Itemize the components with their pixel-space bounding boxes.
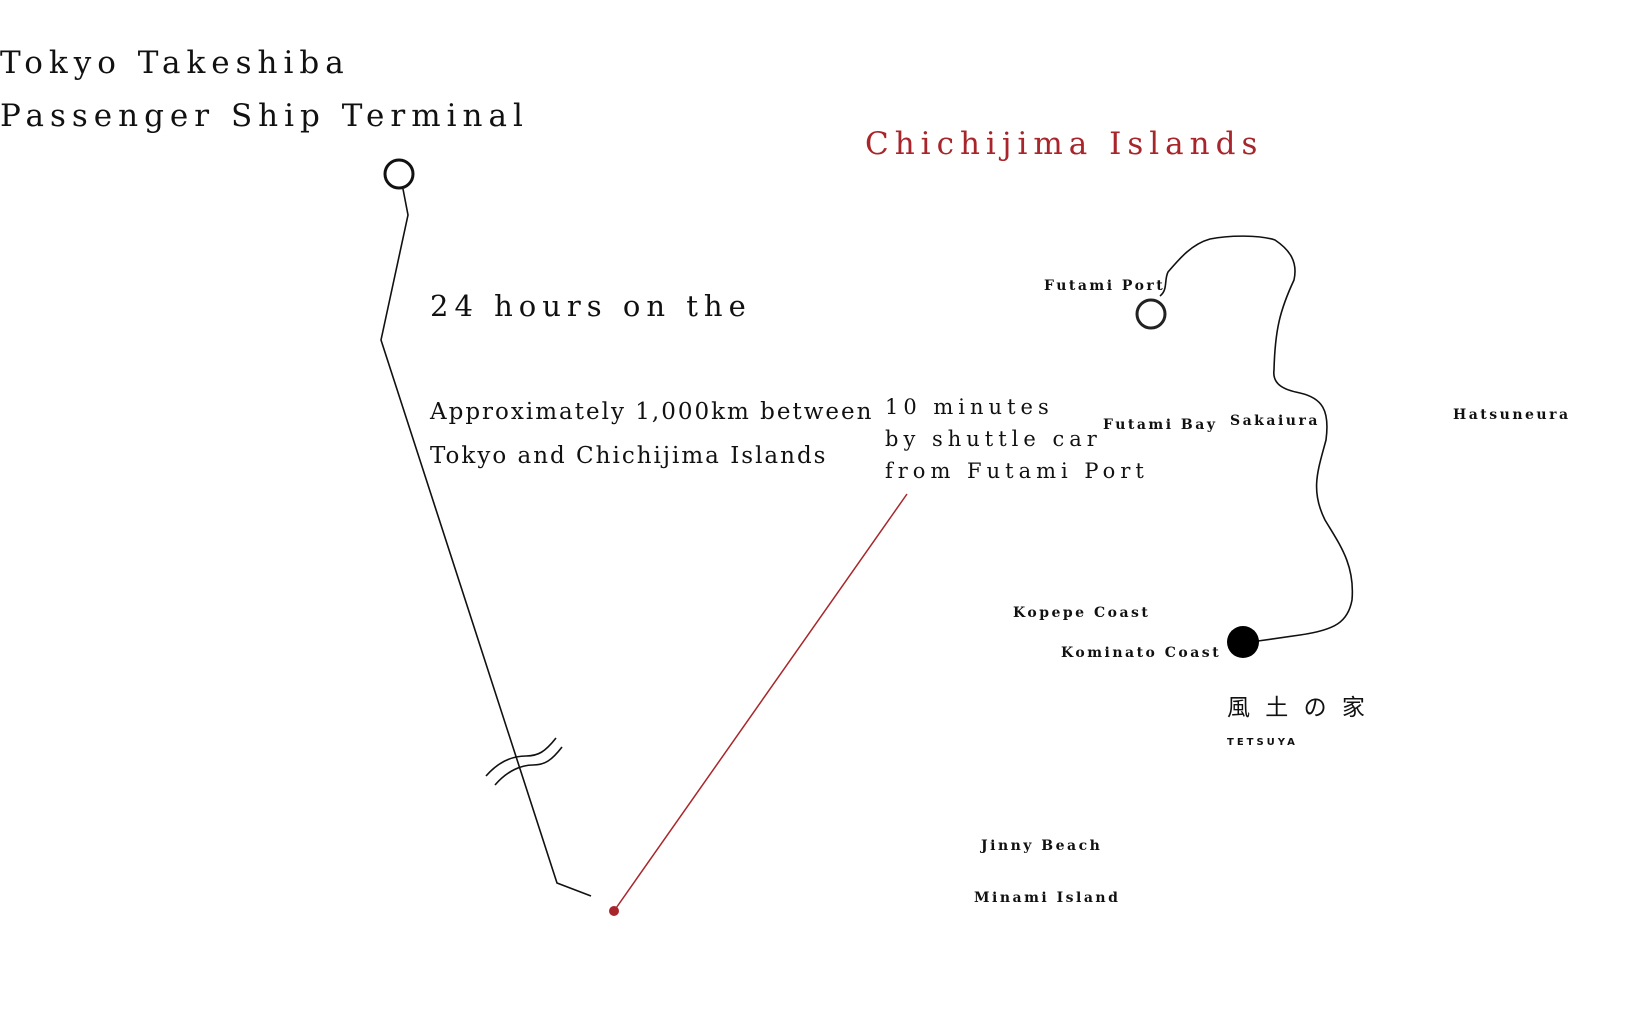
shuttle-info-line3: from Futami Port (885, 459, 1149, 483)
origin-label-line1: Tokyo Takeshiba (0, 45, 350, 81)
voyage-description-line2: Tokyo and Chichijima Islands (430, 443, 828, 469)
origin-label-line2: Passenger Ship Terminal (0, 98, 529, 134)
place-hatsuneura: Hatsuneura (1453, 407, 1571, 423)
tokyo-terminal-marker (383, 158, 415, 190)
place-sakaiura: Sakaiura (1230, 413, 1320, 429)
shuttle-road-line (1159, 235, 1354, 642)
inn-name-japanese: 風 土 の 家 (1227, 695, 1369, 721)
tetsuya-location-marker (1227, 626, 1259, 658)
futami-port-marker (1135, 298, 1167, 330)
voyage-heading: 24 hours on the (430, 289, 752, 323)
place-kopepe-coast: Kopepe Coast (1013, 605, 1151, 621)
shuttle-info-line2: by shuttle car (885, 427, 1102, 451)
place-futami-port: Futami Port (1044, 278, 1166, 294)
destination-title: Chichijima Islands (865, 126, 1264, 162)
place-minami-island: Minami Island (974, 890, 1121, 906)
shuttle-info-line1: 10 minutes (885, 395, 1054, 419)
chichijima-location-dot (609, 906, 619, 916)
voyage-description-line1: Approximately 1,000km between (430, 399, 874, 425)
inn-name-english: TETSUYA (1227, 737, 1298, 748)
shuttle-callout-line (613, 493, 908, 912)
place-futami-bay: Futami Bay (1103, 417, 1218, 433)
distance-break-icon (485, 737, 563, 786)
ferry-route-line (380, 188, 592, 897)
place-jinny-beach: Jinny Beach (981, 838, 1103, 854)
place-kominato-coast: Kominato Coast (1061, 645, 1222, 661)
